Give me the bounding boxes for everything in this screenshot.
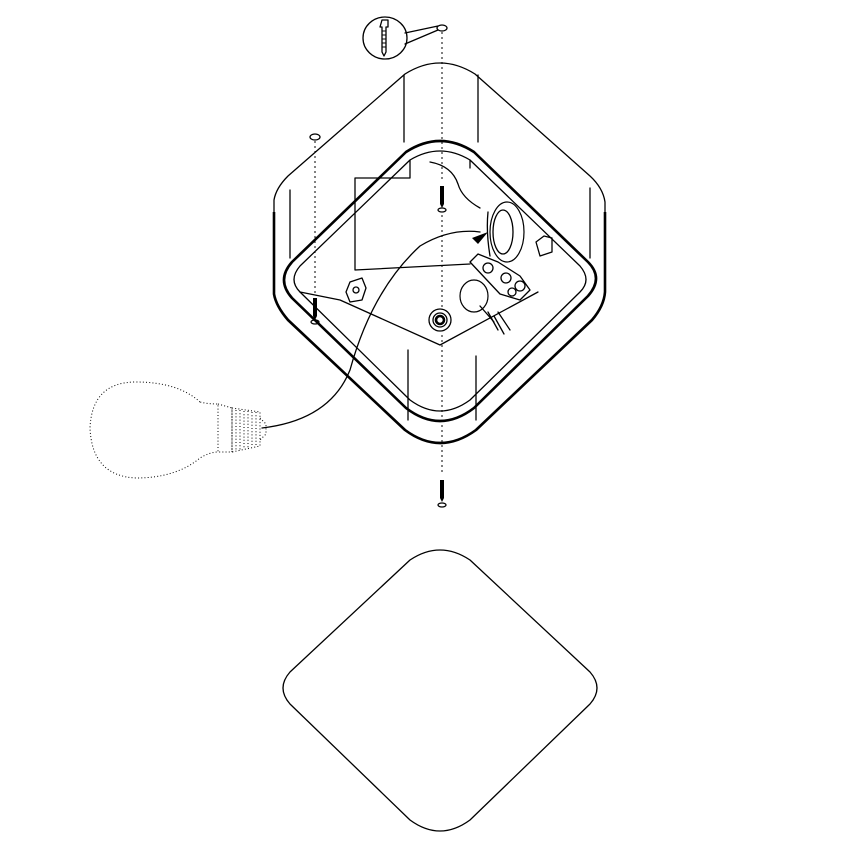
lamp-housing: [272, 62, 607, 445]
diffuser-cover: [282, 549, 598, 832]
callout-leader: [404, 25, 439, 34]
bulb-icon: [89, 381, 267, 479]
screw-icon: [310, 298, 320, 325]
socket-icon: [459, 201, 531, 335]
rounded-square-icon: [282, 549, 598, 832]
wall-plug-icon: [379, 19, 389, 57]
screw-icon: [437, 186, 447, 213]
ceiling-hole-icon: [309, 133, 321, 141]
callout-circle: [362, 16, 408, 60]
ceiling-hole-icon: [436, 24, 448, 32]
guide-lines: [314, 32, 443, 475]
wall-plug-callout: [362, 16, 448, 60]
screw-icon: [437, 480, 447, 508]
light-bulb: [89, 230, 481, 479]
mounting-screws: [310, 186, 447, 508]
